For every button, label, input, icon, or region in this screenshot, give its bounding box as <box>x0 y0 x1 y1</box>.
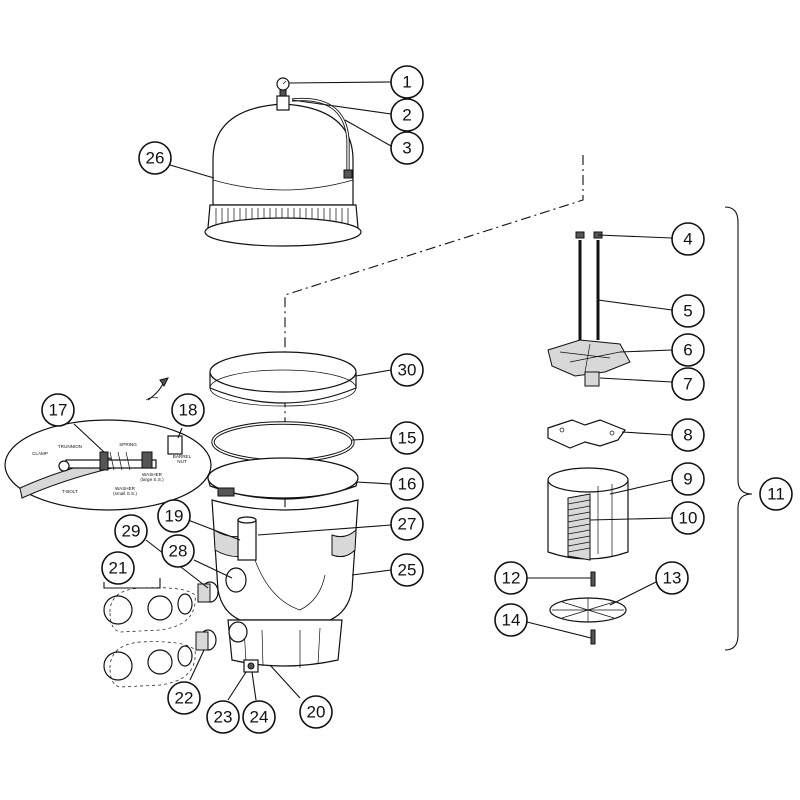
leader-lines <box>73 81 673 701</box>
callout-5: 5 <box>671 294 705 328</box>
tank-rings <box>207 351 359 500</box>
svg-text:29: 29 <box>122 522 141 541</box>
svg-text:24: 24 <box>250 708 269 727</box>
svg-text:11: 11 <box>767 485 785 504</box>
callout-30: 30 <box>390 353 424 387</box>
callout-labels: 1 2 3 4 5 6 7 8 9 10 11 12 13 14 15 16 1… <box>41 65 793 734</box>
svg-text:9: 9 <box>683 470 692 489</box>
callout-15: 15 <box>390 421 424 455</box>
svg-text:28: 28 <box>169 542 188 561</box>
svg-text:23: 23 <box>214 708 233 727</box>
svg-text:5: 5 <box>683 302 692 321</box>
callout-28: 28 <box>161 534 195 568</box>
svg-text:4: 4 <box>683 230 692 249</box>
callout-23: 23 <box>206 700 240 734</box>
svg-text:19: 19 <box>165 507 184 526</box>
inset-label-nut: NUT <box>177 459 187 464</box>
callout-6: 6 <box>671 333 705 367</box>
inset-label-washer-large-sub: (large S.S.) <box>140 477 164 482</box>
svg-text:6: 6 <box>683 341 692 360</box>
callout-16: 16 <box>390 467 424 501</box>
callout-10: 10 <box>671 501 705 535</box>
union-fittings <box>103 578 219 688</box>
callout-20: 20 <box>299 695 333 729</box>
callout-18: 18 <box>171 393 205 427</box>
callout-14: 14 <box>494 603 528 637</box>
inset-label-barrel: BARREL <box>173 454 192 459</box>
svg-text:22: 22 <box>175 689 194 708</box>
inset-label-clamp: CLAMP <box>32 451 48 456</box>
callout-29: 29 <box>114 514 148 548</box>
callout-25: 25 <box>390 553 424 587</box>
svg-text:27: 27 <box>398 515 417 534</box>
svg-text:3: 3 <box>402 139 411 158</box>
callout-1: 1 <box>390 65 424 99</box>
callout-21: 21 <box>101 551 135 585</box>
assembly-axis-line <box>284 155 584 525</box>
svg-text:7: 7 <box>683 375 692 394</box>
cartridge-assembly <box>547 231 631 645</box>
callout-2: 2 <box>390 98 424 132</box>
assembly-bracket <box>724 206 753 651</box>
callout-7: 7 <box>671 367 705 401</box>
svg-text:20: 20 <box>307 703 326 722</box>
inset-label-t-bolt: T-BOLT <box>62 489 78 494</box>
svg-text:12: 12 <box>502 569 521 588</box>
svg-text:2: 2 <box>402 106 411 125</box>
tank-lid <box>204 77 362 247</box>
inset-label-trunnion: TRUNNION <box>58 444 82 449</box>
svg-text:30: 30 <box>398 361 417 380</box>
svg-text:17: 17 <box>49 401 68 420</box>
svg-text:16: 16 <box>398 475 417 494</box>
inset-label-washer-small: WASHER <box>115 486 136 491</box>
callout-12: 12 <box>494 561 528 595</box>
callout-24: 24 <box>242 700 276 734</box>
callout-3: 3 <box>390 131 424 165</box>
svg-text:8: 8 <box>683 426 692 445</box>
svg-text:25: 25 <box>398 561 417 580</box>
clamp-detail-inset: CLAMP TRUNNION SPRING WASHER (large S.S.… <box>4 377 212 511</box>
svg-text:18: 18 <box>179 401 198 420</box>
svg-text:21: 21 <box>109 559 128 578</box>
callout-8: 8 <box>671 418 705 452</box>
inset-label-washer-large: WASHER <box>142 472 163 477</box>
svg-text:26: 26 <box>146 149 165 168</box>
callout-19: 19 <box>157 499 191 533</box>
callout-9: 9 <box>671 462 705 496</box>
tank-body <box>211 499 359 673</box>
callout-4: 4 <box>671 222 705 256</box>
svg-text:14: 14 <box>502 611 521 630</box>
inset-label-washer-small-sub: (small S.S.) <box>113 491 137 496</box>
svg-text:1: 1 <box>402 73 411 92</box>
callout-27: 27 <box>390 507 424 541</box>
callout-11: 11 <box>759 477 793 511</box>
callout-26: 26 <box>138 141 172 175</box>
callout-17: 17 <box>41 393 75 427</box>
svg-text:13: 13 <box>663 569 682 588</box>
callout-22: 22 <box>167 681 201 715</box>
inset-label-spring: SPRING <box>119 442 137 447</box>
svg-text:10: 10 <box>679 509 698 528</box>
svg-text:15: 15 <box>398 429 417 448</box>
callout-13: 13 <box>655 561 689 595</box>
